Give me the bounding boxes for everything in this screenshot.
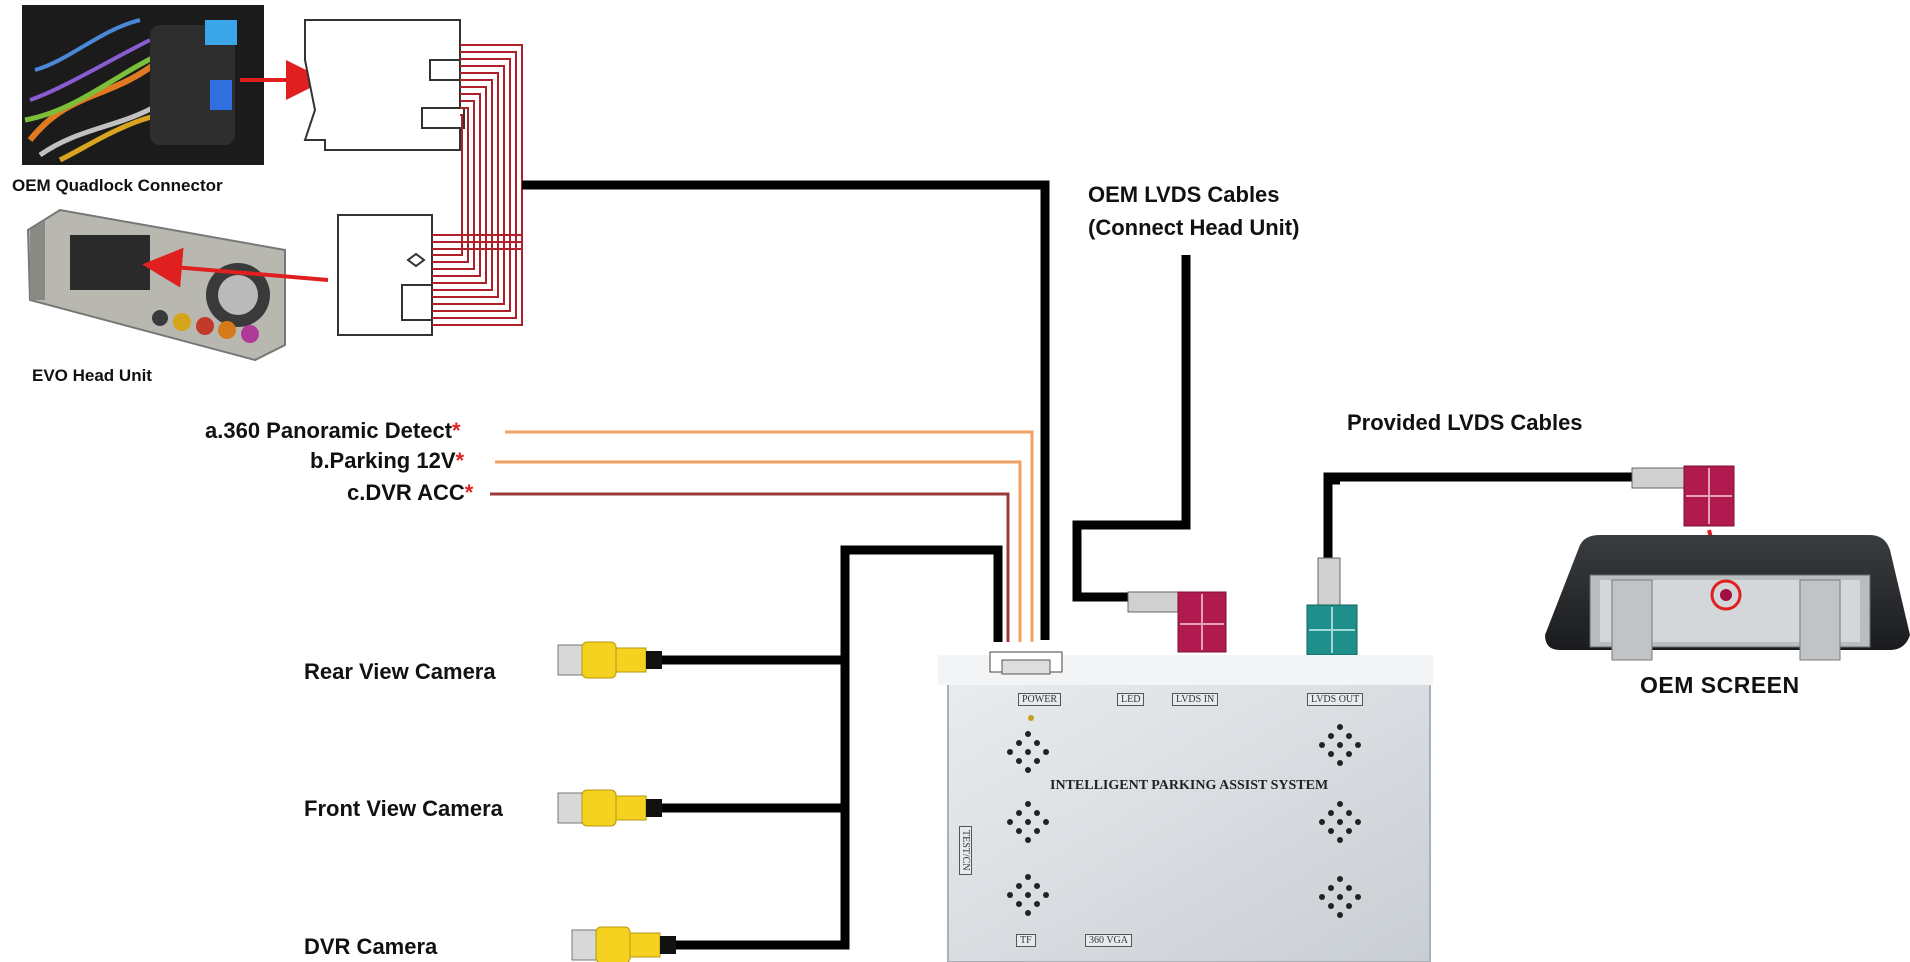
oem-lvds-label-line2: (Connect Head Unit) <box>1088 215 1300 240</box>
wire-b-label: b.Parking 12V* <box>310 448 464 474</box>
oem-screen-photo <box>1545 535 1910 661</box>
port-power-label: POWER <box>1018 693 1061 706</box>
wire-a-required-mark: * <box>452 418 461 443</box>
wire-c-dvr-acc <box>490 492 1010 642</box>
oem-lvds-label-line1: OEM LVDS Cables <box>1088 182 1280 207</box>
quadlock-connector-top <box>303 19 465 151</box>
camera-bus-cable <box>840 545 1003 660</box>
dvr-camera-rca-plug <box>571 926 676 962</box>
wire-c-required-mark: * <box>464 480 474 505</box>
oem-quadlock-label: OEM Quadlock Connector <box>12 176 223 195</box>
provided-lvds-cable-top <box>1323 472 1636 482</box>
wire-c-label: c.DVR ACC* <box>347 480 473 506</box>
port-led-label: LED <box>1117 693 1145 706</box>
rear-camera-rca-plug <box>557 641 662 679</box>
wire-a-label: a.360 Panoramic Detect* <box>205 418 461 444</box>
oem-lvds-cable <box>1072 255 1191 602</box>
wire-b-required-mark: * <box>455 448 465 473</box>
port-360-vga-label: 360 VGA <box>1085 934 1132 947</box>
provided-lvds-label: Provided LVDS Cables <box>1347 410 1583 435</box>
port-lvds-out-label: LVDS OUT <box>1307 693 1364 706</box>
dvr-camera-cable <box>665 655 850 950</box>
front-camera-label: Front View Camera <box>304 796 503 821</box>
port-side-label: TEST/CN <box>959 826 972 875</box>
oem-quadlock-photo <box>22 5 264 165</box>
module-vent-grid <box>1007 724 1361 918</box>
screen-lvds-connector <box>1631 465 1735 527</box>
evo-arrow <box>142 247 329 288</box>
wire-a-text: a.360 Panoramic Detect <box>205 418 453 443</box>
parking-assist-module <box>938 651 1433 962</box>
oem-screen-label: OEM SCREEN <box>1640 672 1800 698</box>
power-cable <box>522 180 1050 640</box>
wire-c-text: c.DVR ACC <box>347 480 465 505</box>
dvr-camera-label: DVR Camera <box>304 934 438 959</box>
rear-camera-label: Rear View Camera <box>304 659 496 684</box>
evo-head-unit-label: EVO Head Unit <box>32 366 152 385</box>
quadlock-connector-bottom <box>337 214 433 336</box>
evo-head-unit-photo <box>26 208 286 362</box>
wire-b-text: b.Parking 12V <box>310 448 456 473</box>
provided-lvds-cable <box>1323 475 1340 560</box>
front-camera-rca-plug <box>557 789 662 827</box>
module-title: INTELLIGENT PARKING ASSIST SYSTEM <box>1050 778 1329 793</box>
port-lvds-in-label: LVDS IN <box>1172 693 1219 706</box>
port-tf-label: TF <box>1016 934 1036 947</box>
wire-b-parking <box>495 460 1022 642</box>
wire-a-360-detect <box>505 430 1034 642</box>
